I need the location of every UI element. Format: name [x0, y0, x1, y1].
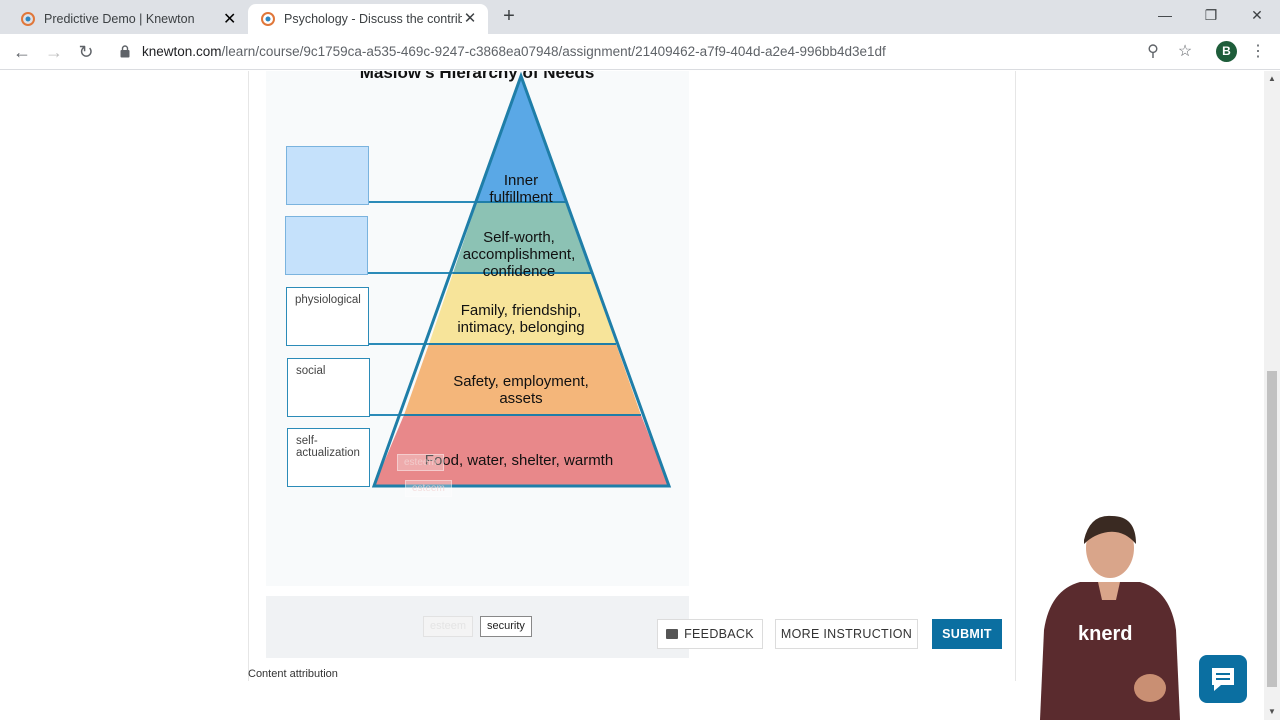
comment-icon: [666, 629, 679, 639]
tab-predictive-demo[interactable]: Predictive Demo | Knewton: [8, 4, 246, 34]
tier-label-safety: Safety, employment,assets: [453, 373, 589, 407]
tab-strip: Predictive Demo | Knewton ✕ Psychology -…: [0, 0, 1280, 34]
presenter-video: knerd: [1040, 515, 1180, 720]
more-instruction-button[interactable]: MORE INSTRUCTION: [775, 619, 918, 649]
reload-icon[interactable]: ↻: [78, 42, 94, 62]
dragging-chip[interactable]: esteem: [405, 480, 452, 497]
tab-title: Predictive Demo | Knewton: [44, 12, 195, 26]
bookmark-star-icon[interactable]: ☆: [1177, 43, 1193, 60]
tier-food: [374, 415, 669, 486]
forward-icon[interactable]: →: [45, 42, 63, 62]
profile-avatar[interactable]: B: [1216, 41, 1237, 62]
address-bar[interactable]: knewton.com/learn/course/9c1759ca-a535-4…: [112, 38, 1208, 66]
feedback-button[interactable]: FEEDBACK: [657, 619, 763, 649]
assignment-card: Maslow's Hierarchy of Needs: [248, 71, 1016, 681]
tier-label-food: Food, water, shelter, warmth: [424, 452, 614, 469]
drop-target-5[interactable]: self- actualization: [287, 428, 370, 487]
tier-safety: [404, 344, 641, 415]
browser-toolbar: ← → ↻ knewton.com/learn/course/9c1759ca-…: [0, 34, 1280, 70]
submit-button[interactable]: SUBMIT: [932, 619, 1002, 649]
knewton-favicon-icon: [261, 12, 275, 26]
word-chip-esteem[interactable]: esteem: [423, 616, 474, 637]
scroll-up-icon[interactable]: ▲: [1268, 74, 1276, 83]
content-attribution-link[interactable]: Content attribution: [248, 668, 338, 680]
tier-label-self-worth: Self-worth,accomplishment,confidence: [462, 229, 576, 280]
figure-title: Maslow's Hierarchy of Needs: [359, 71, 595, 82]
lock-icon: [120, 45, 130, 58]
tier-family: [429, 273, 616, 344]
url-text: knewton.com/learn/course/9c1759ca-a535-4…: [142, 44, 886, 59]
drop-target-3[interactable]: physiological: [286, 287, 369, 346]
dragging-chip[interactable]: esteem: [397, 454, 444, 471]
presenter-shirt-text: knerd: [1078, 623, 1132, 645]
scroll-thumb[interactable]: [1267, 371, 1277, 687]
drop-target-4[interactable]: social: [287, 358, 370, 417]
close-tab-icon[interactable]: ✕: [223, 11, 237, 28]
placed-chip[interactable]: physiological: [295, 294, 361, 306]
page-scrollbar[interactable]: ▲ ▼: [1264, 71, 1280, 720]
close-window-icon[interactable]: ✕: [1251, 7, 1263, 23]
drop-target-2[interactable]: [285, 216, 368, 275]
new-tab-icon[interactable]: +: [503, 5, 515, 27]
placed-chip[interactable]: social: [296, 365, 326, 377]
close-tab-icon[interactable]: ✕: [463, 10, 477, 27]
back-icon[interactable]: ←: [13, 42, 31, 62]
zoom-icon[interactable]: ⚲: [1147, 43, 1159, 60]
maslow-pyramid: [368, 71, 672, 488]
word-chip-security[interactable]: security: [480, 616, 532, 637]
placed-chip[interactable]: self- actualization: [296, 435, 360, 459]
drop-target-1[interactable]: [286, 146, 369, 205]
tier-inner-fulfillment: [477, 76, 567, 202]
chat-icon: [1212, 668, 1234, 691]
restore-icon[interactable]: ❐: [1204, 7, 1218, 23]
pyramid-outline: [371, 71, 672, 488]
browser-menu-icon[interactable]: ⋮: [1250, 43, 1266, 60]
word-bank: esteem security: [266, 596, 689, 658]
tab-title: Psychology - Discuss the contrib: [284, 12, 462, 26]
tier-self-worth: [453, 202, 591, 273]
tier-label-family: Family, friendship,intimacy, belonging: [457, 302, 585, 336]
chat-button[interactable]: [1199, 655, 1247, 703]
knewton-favicon-icon: [21, 12, 35, 26]
minimize-icon[interactable]: —: [1158, 7, 1172, 23]
tab-psychology[interactable]: Psychology - Discuss the contrib ✕: [248, 4, 488, 34]
scroll-down-icon[interactable]: ▼: [1268, 707, 1276, 716]
